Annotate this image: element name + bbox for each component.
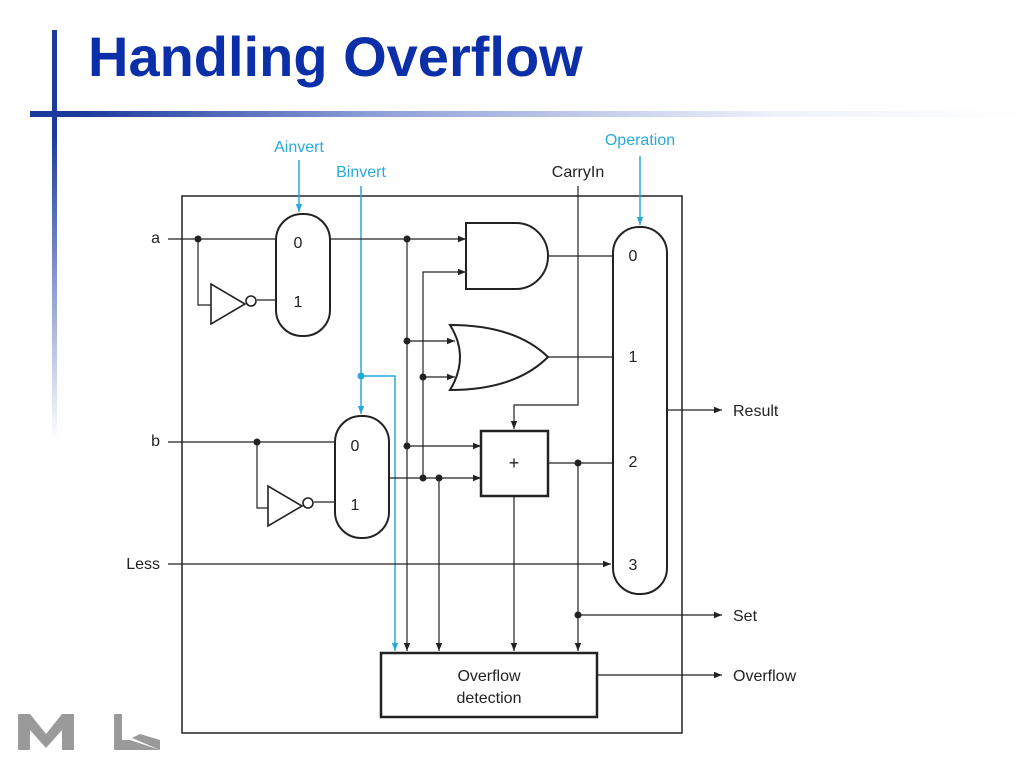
- publisher-logo: [18, 714, 160, 750]
- result-mux-input-0: 0: [629, 248, 638, 265]
- result-mux-input-1: 1: [629, 349, 638, 366]
- or-gate: [448, 323, 550, 392]
- result-mux-input-2: 2: [629, 454, 638, 471]
- binvert-junction: [357, 372, 365, 380]
- input-a-label: a: [151, 230, 160, 247]
- input-less-label: Less: [126, 556, 160, 573]
- mux-a-input-0: 0: [294, 235, 303, 252]
- binvert-label: Binvert: [336, 164, 386, 181]
- wire-junctions: [194, 235, 582, 619]
- result-mux-input-3: 3: [629, 557, 638, 574]
- operation-label: Operation: [605, 132, 675, 149]
- output-overflow-label: Overflow: [733, 668, 797, 685]
- ainvert-label: Ainvert: [274, 139, 324, 156]
- slide-title: Handling Overflow: [88, 25, 583, 88]
- adder-block: [479, 429, 550, 498]
- result-mux: [612, 226, 668, 595]
- mux-b-input-0: 0: [351, 438, 360, 455]
- title-underline-bar: [30, 111, 1024, 117]
- mux-b: [334, 415, 390, 539]
- mux-b-input-1: 1: [351, 497, 360, 514]
- carryin-label: CarryIn: [552, 164, 604, 181]
- output-result-label: Result: [733, 403, 779, 420]
- overflow-detection-line2: detection: [457, 690, 522, 707]
- overflow-detection-block: [379, 651, 599, 719]
- overflow-detection-line1: Overflow: [457, 668, 521, 685]
- output-set-label: Set: [733, 608, 758, 625]
- adder-symbol: +: [509, 453, 520, 473]
- mux-a-input-1: 1: [294, 294, 303, 311]
- and-gate: [465, 222, 549, 290]
- input-b-label: b: [151, 433, 160, 450]
- left-accent-bar: [52, 30, 57, 440]
- inverter-b: [267, 484, 314, 528]
- mux-a: [275, 213, 331, 337]
- inverter-a: [210, 282, 257, 326]
- alu-outer-box: [181, 195, 683, 734]
